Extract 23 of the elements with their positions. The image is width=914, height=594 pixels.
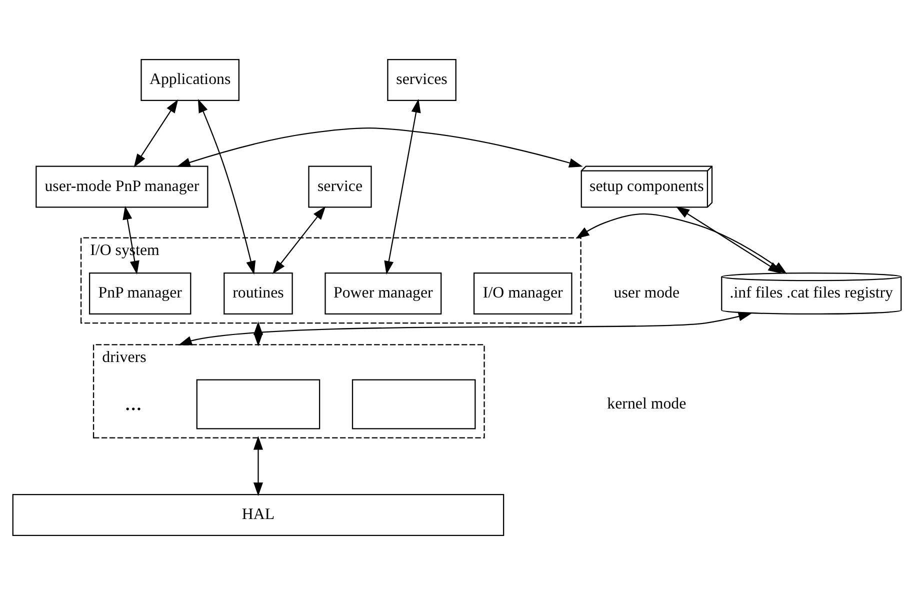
node-box [196,378,320,429]
arrow [253,436,263,496]
node-text: ... [124,389,142,414]
node-box: service [308,165,372,208]
node-box: PnP manager [89,272,192,314]
arrow [253,320,263,346]
node-box: HAL [12,494,504,536]
node-box: user-mode PnP manager [36,165,208,208]
node-box: routines [224,272,293,314]
node-box [352,378,476,429]
node-box: services [387,58,456,100]
node-box: Applications [140,58,240,100]
arrow [178,311,752,345]
arrow [122,205,140,274]
label: user mode [614,284,680,302]
arrow [198,98,256,274]
node-box: I/O manager [473,272,572,314]
node-box: Power manager [324,272,442,314]
arrow [384,98,421,274]
arrow [272,206,326,274]
label: kernel mode [607,394,686,412]
arrow [134,98,178,167]
arrow [176,127,583,168]
